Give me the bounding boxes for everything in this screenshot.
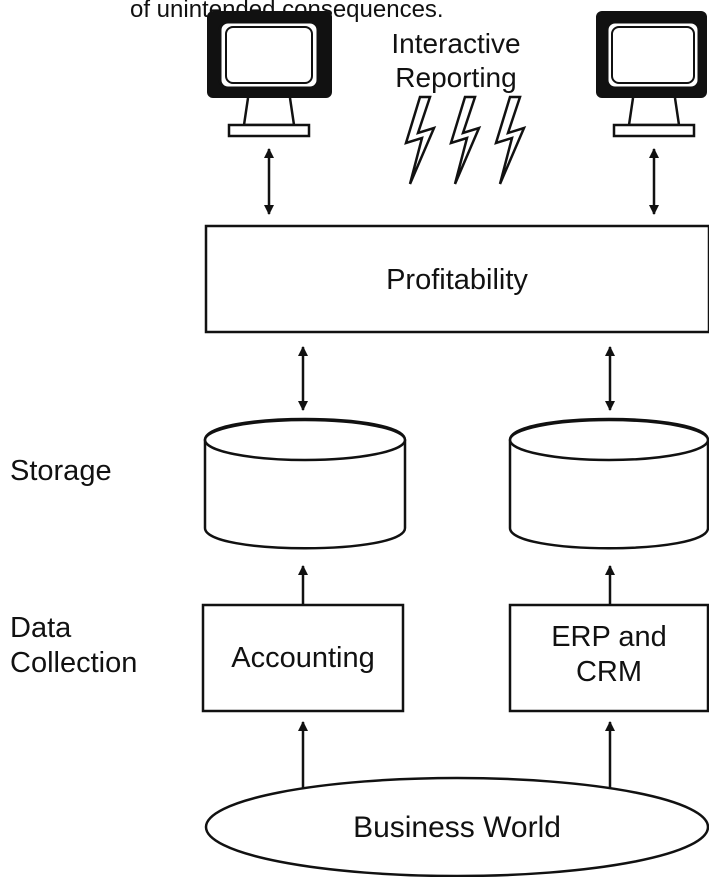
business-world-ellipse bbox=[204, 776, 709, 877]
erp-crm-label-line1: ERP and bbox=[551, 621, 667, 653]
data-collection-label-line2: Collection bbox=[10, 647, 137, 679]
profitability-label: Profitability bbox=[386, 264, 528, 296]
lightning-bolt-icon bbox=[449, 95, 482, 185]
storage-label: Storage bbox=[10, 455, 112, 487]
lightning-bolt-icon bbox=[404, 95, 437, 185]
erp-crm-box bbox=[508, 603, 709, 713]
database-cylinder-icon bbox=[508, 417, 709, 550]
monitor-icon bbox=[596, 11, 707, 138]
accounting-label: Accounting bbox=[231, 642, 375, 674]
business-world-label: Business World bbox=[353, 811, 561, 844]
interactive-reporting-label-line1: Interactive bbox=[391, 28, 520, 59]
erp-crm-label-line2: CRM bbox=[576, 656, 642, 688]
data-collection-label-line1: Data bbox=[10, 612, 72, 644]
lightning-bolt-icon bbox=[494, 95, 527, 185]
accounting-box bbox=[201, 603, 405, 713]
interactive-reporting-label-line2: Reporting bbox=[395, 62, 516, 93]
monitor-icon bbox=[207, 11, 332, 138]
database-cylinder-icon bbox=[203, 417, 407, 550]
profitability-box bbox=[204, 224, 709, 334]
